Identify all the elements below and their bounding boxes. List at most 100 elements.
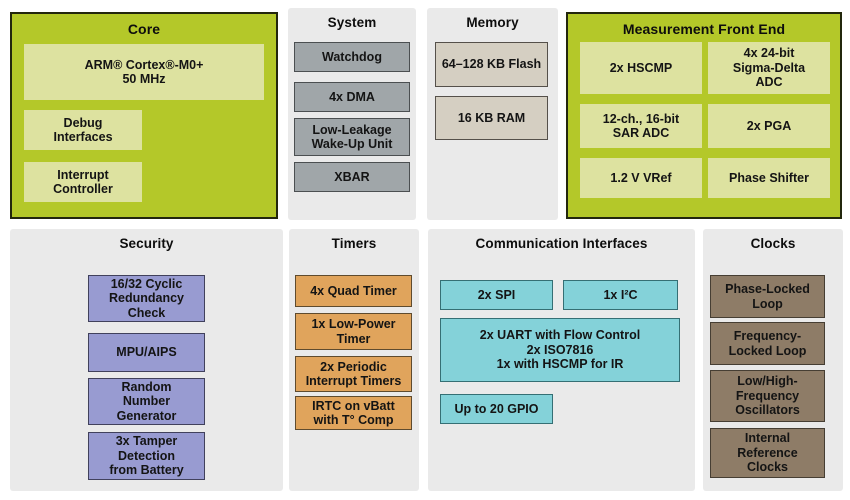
block-sigma-delta-adc: 4x 24-bit Sigma-Delta ADC <box>708 42 830 94</box>
panel-clocks-title: Clocks <box>750 236 796 251</box>
block-line: Check <box>127 305 166 320</box>
panel-timers: Timers 4x Quad Timer 1x Low-Power Timer … <box>289 229 419 491</box>
panel-memory-title: Memory <box>466 15 519 30</box>
block-line: Debug <box>63 115 103 130</box>
block-line: Controller <box>53 182 113 196</box>
block-line: 16 KB RAM <box>457 110 526 125</box>
block-flash: 64–128 KB Flash <box>435 42 548 87</box>
block-line: 2x UART with Flow Control <box>479 328 641 343</box>
block-frequency-locked-loop: Frequency- Locked Loop <box>710 322 825 365</box>
block-vref: 1.2 V VRef <box>580 158 702 198</box>
block-line: XBAR <box>334 169 370 184</box>
block-line: Watchdog <box>322 49 382 64</box>
panel-clocks: Clocks Phase-Locked Loop Frequency- Lock… <box>703 229 843 491</box>
block-line: with T° Comp <box>313 413 394 427</box>
block-crc: 16/32 Cyclic Redundancy Check <box>88 275 205 322</box>
block-4x-dma: 4x DMA <box>294 82 410 112</box>
panel-security: Security 16/32 Cyclic Redundancy Check M… <box>10 229 283 491</box>
block-line: 16/32 Cyclic <box>110 276 183 291</box>
block-2x-spi: 2x SPI <box>440 280 553 310</box>
block-line: Clocks <box>747 460 788 475</box>
block-phase-locked-loop: Phase-Locked Loop <box>710 275 825 318</box>
panel-timers-title: Timers <box>331 236 377 251</box>
block-ram: 16 KB RAM <box>435 96 548 140</box>
block-line: Frequency <box>735 388 800 403</box>
block-line: Low/High- <box>737 374 798 389</box>
block-line: 2x HSCMP <box>609 60 673 75</box>
block-line: Phase Shifter <box>729 170 809 185</box>
block-line: 3x Tamper <box>115 434 178 449</box>
block-oscillators: Low/High- Frequency Oscillators <box>710 370 825 422</box>
block-line: 2x ISO7816 <box>526 342 594 357</box>
block-tamper-detection: 3x Tamper Detection from Battery <box>88 432 205 480</box>
block-line: Generator <box>116 408 177 423</box>
block-line: Locked Loop <box>728 343 807 358</box>
block-line: 1x with HSCMP for IR <box>496 357 624 372</box>
block-line: Up to 20 GPIO <box>454 401 539 416</box>
block-quad-timer: 4x Quad Timer <box>295 275 412 307</box>
block-line: 50 MHz <box>122 72 166 86</box>
block-line: Wake-Up Unit <box>311 137 393 151</box>
block-line: 1x Low-Power <box>311 317 396 332</box>
block-line: Oscillators <box>735 403 800 418</box>
block-line: 1.2 V VRef <box>610 170 672 185</box>
block-line: 4x Quad Timer <box>310 283 397 298</box>
block-line: Frequency- <box>733 329 802 344</box>
block-line: Sigma-Delta <box>732 60 806 75</box>
block-line: Detection <box>118 448 175 463</box>
block-line: 4x DMA <box>329 89 375 104</box>
block-line: Redundancy <box>108 291 184 306</box>
panel-mfe-title: Measurement Front End <box>622 21 786 37</box>
panel-core: Core ARM® Cortex®-M0+ 50 MHz Debug Inter… <box>10 12 278 219</box>
block-line: ADC <box>755 75 783 90</box>
block-gpio: Up to 20 GPIO <box>440 394 553 424</box>
block-line: Interfaces <box>53 130 113 144</box>
block-phase-shifter: Phase Shifter <box>708 158 830 198</box>
block-random-number-generator: Random Number Generator <box>88 378 205 425</box>
block-line: Internal <box>744 431 791 446</box>
block-line: Interrupt <box>57 167 109 182</box>
block-line: 12-ch., 16-bit <box>602 111 680 126</box>
block-line: from Battery <box>109 463 184 478</box>
block-sar-adc: 12-ch., 16-bit SAR ADC <box>580 104 702 148</box>
block-low-power-timer: 1x Low-Power Timer <box>295 313 412 350</box>
block-internal-reference-clocks: Internal Reference Clocks <box>710 428 825 478</box>
panel-system: System Watchdog 4x DMA Low-Leakage Wake-… <box>288 8 416 220</box>
block-line: 2x PGA <box>746 118 792 133</box>
block-line: Loop <box>752 296 783 311</box>
block-line: Interrupt Timers <box>305 374 402 388</box>
block-line: Low-Leakage <box>312 122 392 137</box>
block-line: Number <box>122 394 171 409</box>
block-line: Random <box>121 379 172 394</box>
panel-security-title: Security <box>119 236 174 251</box>
block-line: 4x 24-bit <box>743 46 795 61</box>
block-1x-i2c: 1x I²C <box>563 280 678 310</box>
block-line: IRTC on vBatt <box>312 398 395 413</box>
block-low-leakage-wakeup-unit: Low-Leakage Wake-Up Unit <box>294 118 410 156</box>
block-watchdog: Watchdog <box>294 42 410 72</box>
panel-communication-interfaces: Communication Interfaces 2x SPI 1x I²C 2… <box>428 229 695 491</box>
panel-comm-title: Communication Interfaces <box>475 236 648 251</box>
block-debug-interfaces: Debug Interfaces <box>24 110 142 150</box>
panel-system-title: System <box>327 15 377 30</box>
block-line: 2x Periodic <box>320 359 387 374</box>
panel-core-title: Core <box>127 21 161 37</box>
block-2x-hscmp: 2x HSCMP <box>580 42 702 94</box>
block-line: 1x I²C <box>603 287 638 302</box>
block-line: ARM® Cortex®-M0+ <box>84 57 204 72</box>
block-uart: 2x UART with Flow Control 2x ISO7816 1x … <box>440 318 680 382</box>
block-irtc: IRTC on vBatt with T° Comp <box>295 396 412 430</box>
block-line: MPU/AIPS <box>116 345 177 360</box>
block-line: Timer <box>336 331 371 346</box>
block-line: 64–128 KB Flash <box>441 57 542 72</box>
panel-memory: Memory 64–128 KB Flash 16 KB RAM <box>427 8 558 220</box>
block-line: 2x SPI <box>477 287 516 302</box>
block-periodic-interrupt-timers: 2x Periodic Interrupt Timers <box>295 356 412 392</box>
block-line: Phase-Locked <box>725 282 810 297</box>
block-line: Reference <box>737 445 798 460</box>
block-xbar: XBAR <box>294 162 410 192</box>
block-mpu-aips: MPU/AIPS <box>88 333 205 372</box>
block-arm-cortex-m0plus: ARM® Cortex®-M0+ 50 MHz <box>24 44 264 100</box>
block-interrupt-controller: Interrupt Controller <box>24 162 142 202</box>
